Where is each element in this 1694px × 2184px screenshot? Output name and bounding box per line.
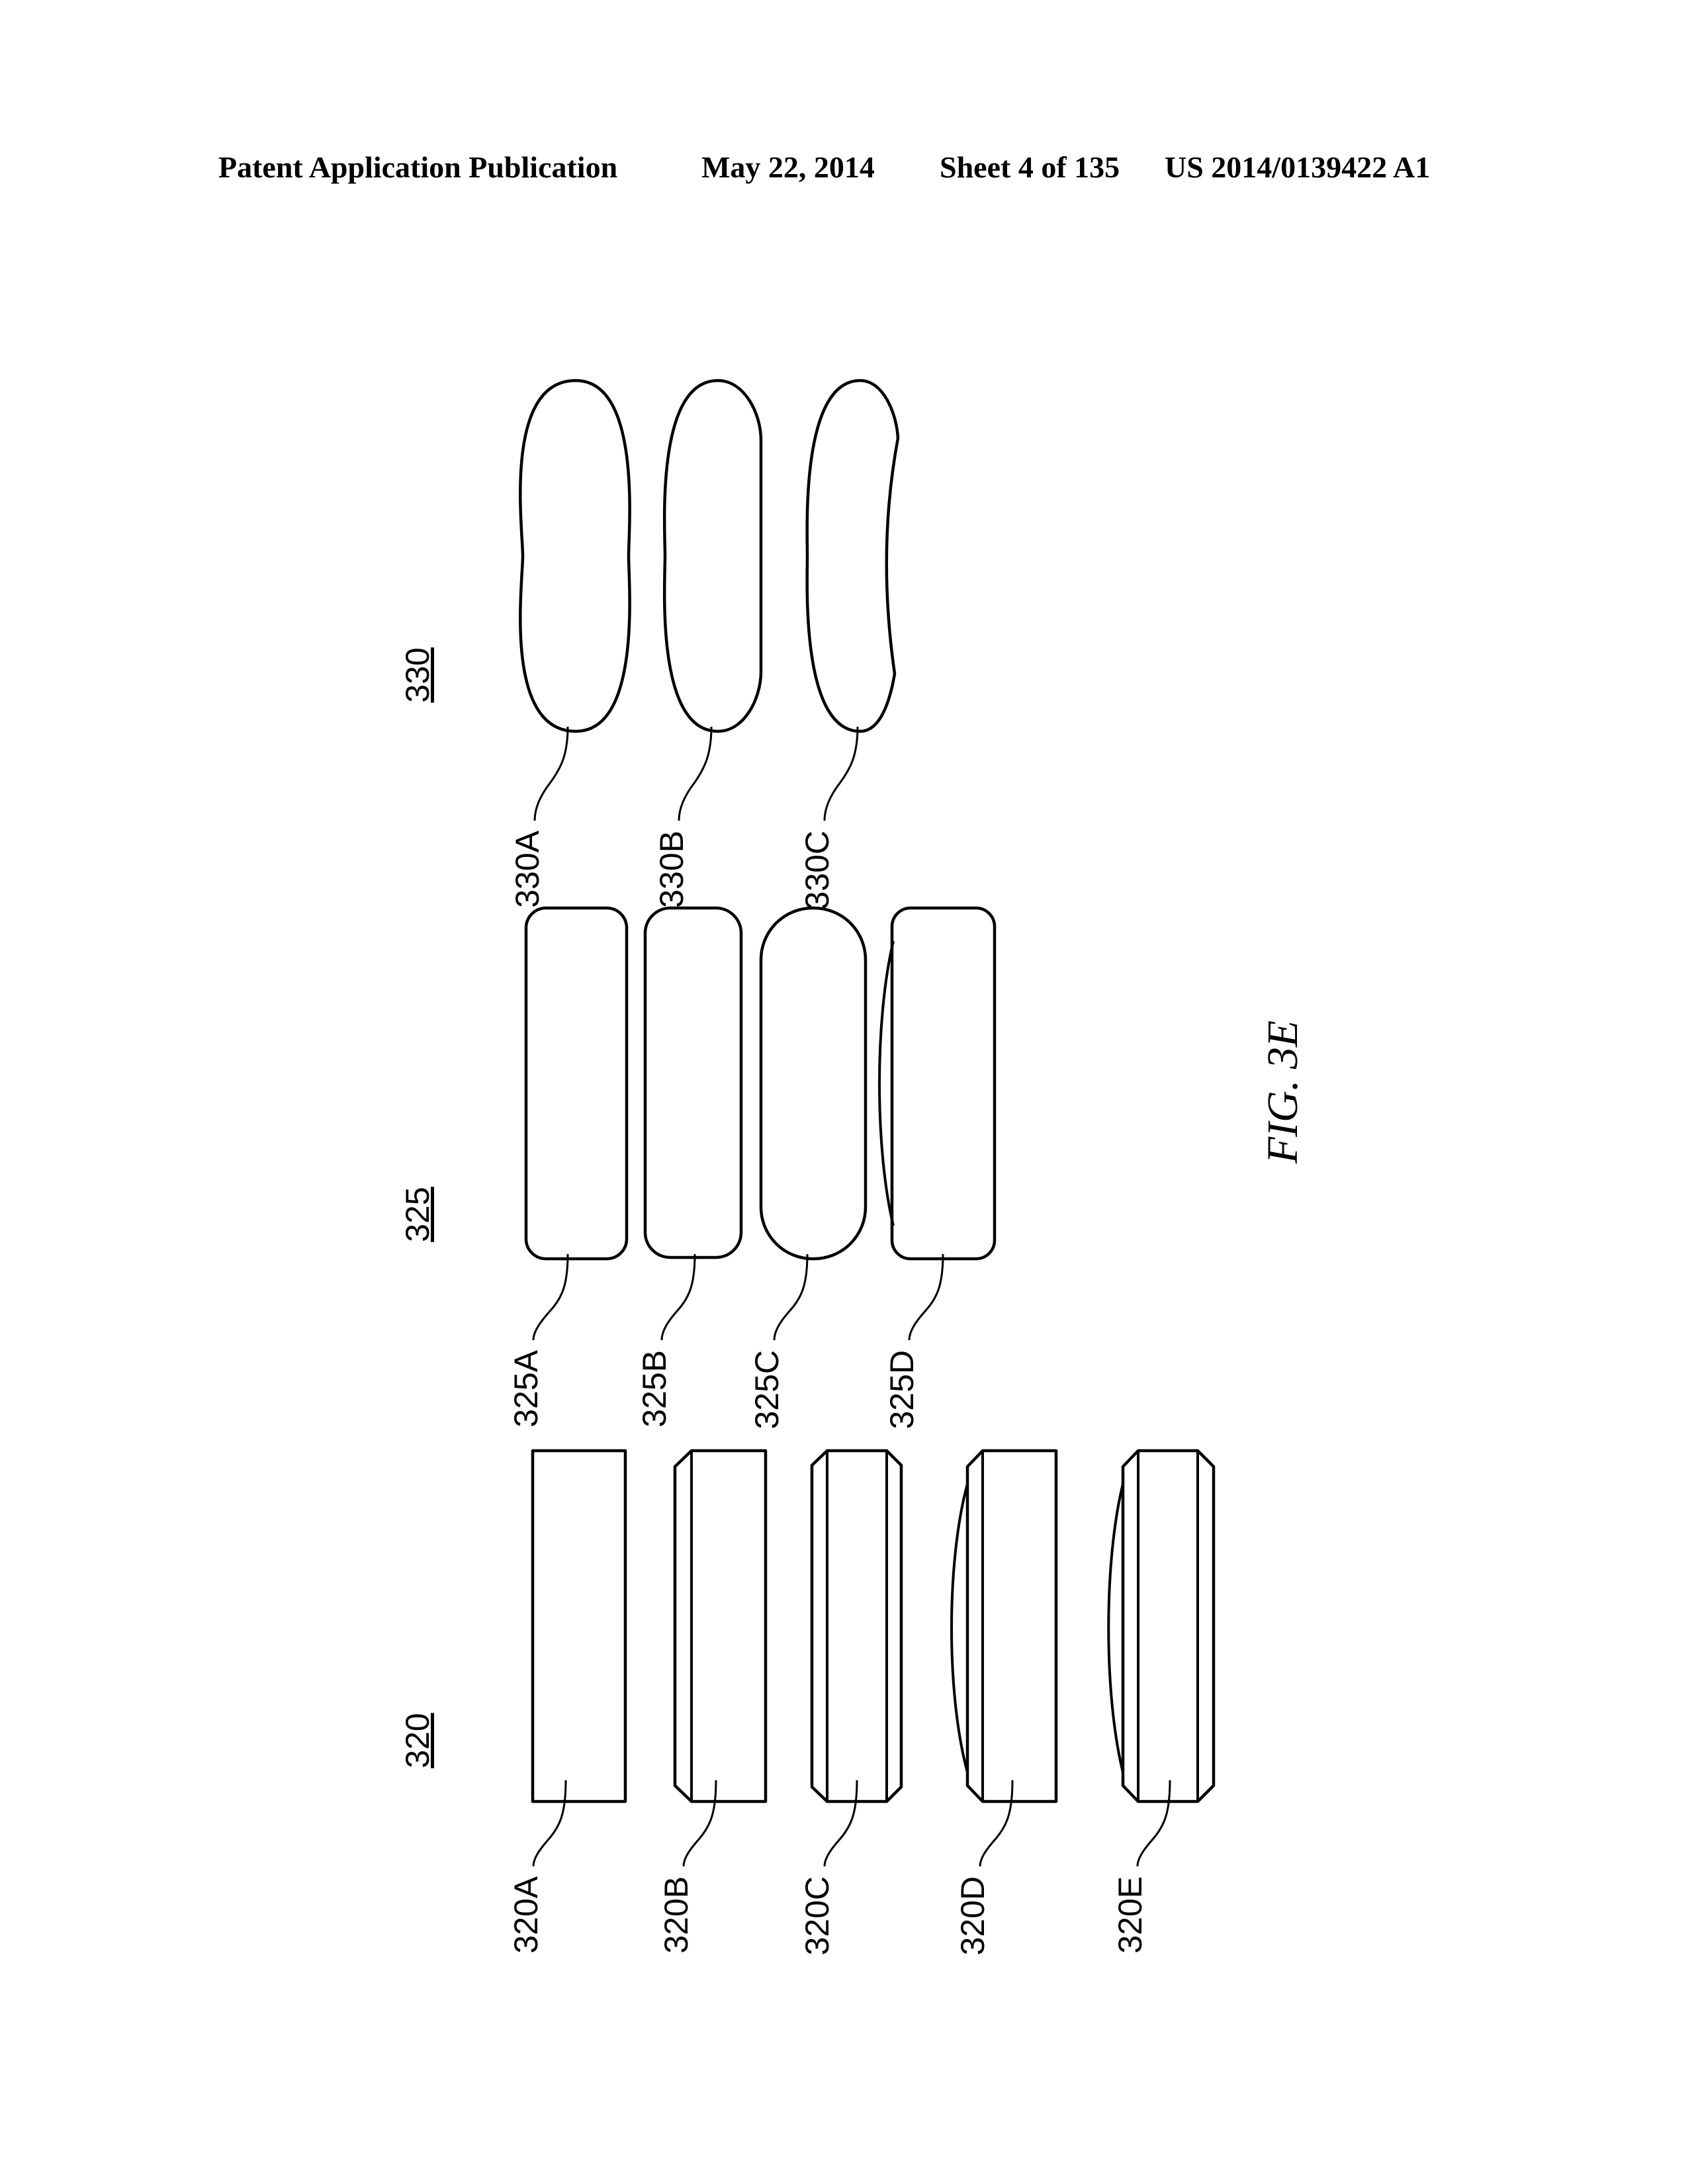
leader-330C bbox=[823, 726, 859, 821]
label-320D: 320D bbox=[954, 1876, 991, 1956]
label-330B: 330B bbox=[653, 831, 690, 908]
lens-330A bbox=[519, 379, 631, 733]
lens-320B bbox=[673, 1449, 768, 1803]
lens-325D bbox=[890, 906, 997, 1261]
svg-text:320: 320 bbox=[399, 1713, 436, 1768]
leader-320D bbox=[979, 1780, 1014, 1867]
svg-text:325B: 325B bbox=[636, 1350, 673, 1428]
label-325A: 325A bbox=[508, 1349, 545, 1427]
svg-text:325: 325 bbox=[399, 1187, 436, 1242]
group-325-label: 325 bbox=[399, 1187, 436, 1242]
group-330-label: 330 bbox=[399, 647, 436, 702]
leader-320C bbox=[823, 1780, 858, 1867]
leader-320A bbox=[532, 1780, 567, 1867]
lens-330B bbox=[662, 379, 763, 733]
label-320A: 320A bbox=[508, 1876, 545, 1953]
lens-320D-curve bbox=[950, 1483, 969, 1773]
lens-330C bbox=[805, 379, 900, 733]
lens-320A bbox=[531, 1449, 627, 1803]
label-325D: 325D bbox=[883, 1350, 920, 1430]
group-320-label: 320 bbox=[399, 1713, 436, 1768]
leader-325C bbox=[773, 1253, 809, 1341]
lens-320E bbox=[1121, 1449, 1216, 1803]
leader-330B bbox=[678, 726, 713, 821]
label-320C: 320C bbox=[799, 1876, 836, 1956]
svg-text:330B: 330B bbox=[653, 831, 690, 908]
lens-325A bbox=[524, 906, 629, 1261]
leader-325A bbox=[532, 1253, 569, 1341]
header-publication: Patent Application Publication bbox=[218, 150, 617, 184]
group-325: 325 325A 325B 325C 325D bbox=[399, 906, 997, 1430]
label-320B: 320B bbox=[658, 1876, 695, 1954]
label-330A: 330A bbox=[509, 830, 546, 907]
lens-325B bbox=[643, 906, 743, 1259]
lens-320E-curve bbox=[1107, 1483, 1124, 1773]
leader-330A bbox=[533, 726, 569, 821]
group-330: 330 330A 330B 330C bbox=[399, 379, 900, 910]
svg-text:330A: 330A bbox=[509, 830, 546, 907]
leader-325D bbox=[908, 1253, 944, 1341]
lens-320D bbox=[965, 1449, 1058, 1803]
svg-text:330C: 330C bbox=[799, 831, 836, 910]
leader-320B bbox=[682, 1780, 717, 1867]
figure-label: FIG. 3E bbox=[1259, 1021, 1307, 1164]
label-330C: 330C bbox=[799, 831, 836, 910]
lens-325D-bulge bbox=[878, 940, 895, 1226]
page-header: Patent Application Publication May 22, 2… bbox=[218, 150, 1430, 184]
svg-text:320C: 320C bbox=[799, 1876, 836, 1956]
svg-text:325C: 325C bbox=[748, 1350, 785, 1430]
label-325C: 325C bbox=[748, 1350, 785, 1430]
svg-text:325A: 325A bbox=[508, 1349, 545, 1427]
leader-325B bbox=[660, 1253, 696, 1341]
svg-text:FIG. 3E: FIG. 3E bbox=[1259, 1021, 1307, 1164]
svg-text:320D: 320D bbox=[954, 1876, 991, 1956]
svg-text:330: 330 bbox=[399, 647, 436, 702]
leader-320E bbox=[1136, 1780, 1171, 1867]
svg-text:325D: 325D bbox=[883, 1350, 920, 1430]
svg-text:320A: 320A bbox=[508, 1876, 545, 1953]
header-sheet: Sheet 4 of 135 bbox=[940, 150, 1120, 184]
lens-325C bbox=[759, 906, 868, 1261]
group-320: 320 320A 320B 320C bbox=[399, 1449, 1216, 1956]
label-320E: 320E bbox=[1112, 1876, 1149, 1954]
header-number: US 2014/0139422 A1 bbox=[1165, 150, 1430, 184]
label-325B: 325B bbox=[636, 1350, 673, 1428]
svg-text:320B: 320B bbox=[658, 1876, 695, 1954]
svg-text:320E: 320E bbox=[1112, 1876, 1149, 1954]
header-date: May 22, 2014 bbox=[701, 150, 875, 184]
